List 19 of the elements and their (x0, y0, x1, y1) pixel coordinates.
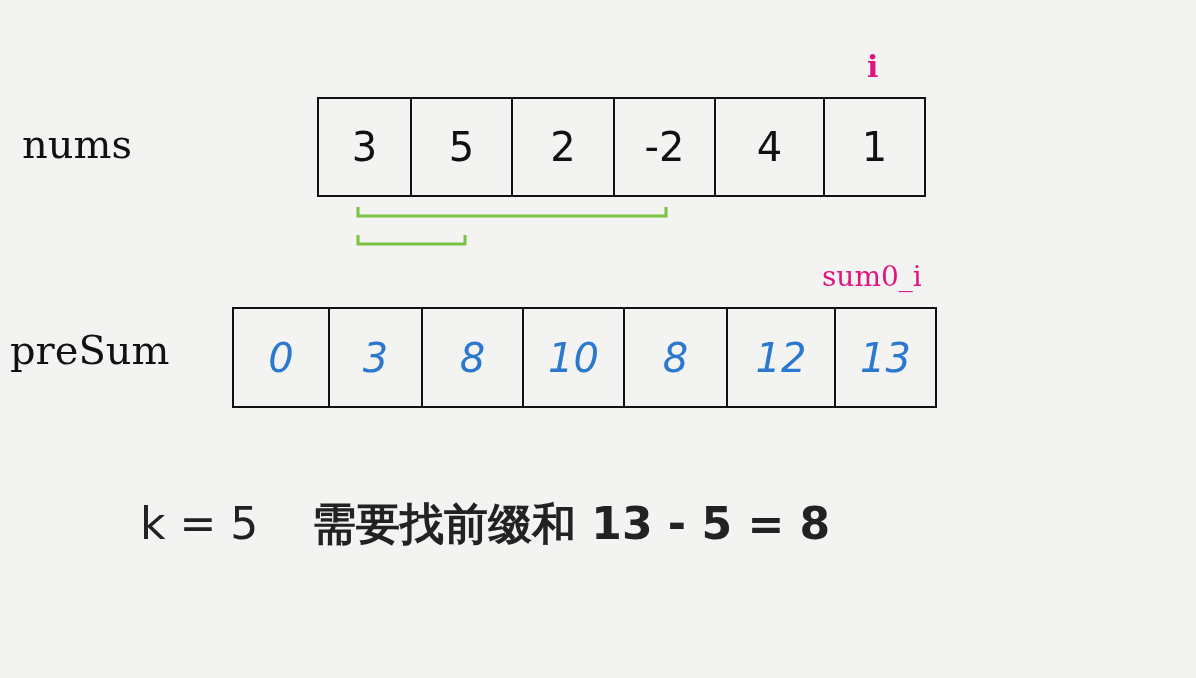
array-label: preSum (10, 330, 170, 370)
array-cell: -2 (613, 97, 716, 197)
index-label: sum0_i (822, 263, 922, 291)
array-cell: 8 (623, 307, 728, 408)
array-cell: 12 (726, 307, 836, 408)
explanation-text: 需要找前缀和 13 - 5 = 8 (312, 502, 831, 546)
array-cell: 10 (522, 307, 625, 408)
array-cell: 2 (511, 97, 615, 197)
array-cell: 5 (410, 97, 513, 197)
array-cell: 3 (328, 307, 423, 408)
array-cell: 13 (834, 307, 937, 408)
index-label: i (867, 52, 879, 82)
array-label: nums (22, 124, 132, 164)
formula-text: k = 5 (140, 502, 259, 546)
array-cell: 3 (317, 97, 412, 197)
array-cell: 0 (232, 307, 330, 408)
array-cell: 1 (823, 97, 926, 197)
array-cell: 4 (714, 97, 825, 197)
array-cell: 8 (421, 307, 524, 408)
